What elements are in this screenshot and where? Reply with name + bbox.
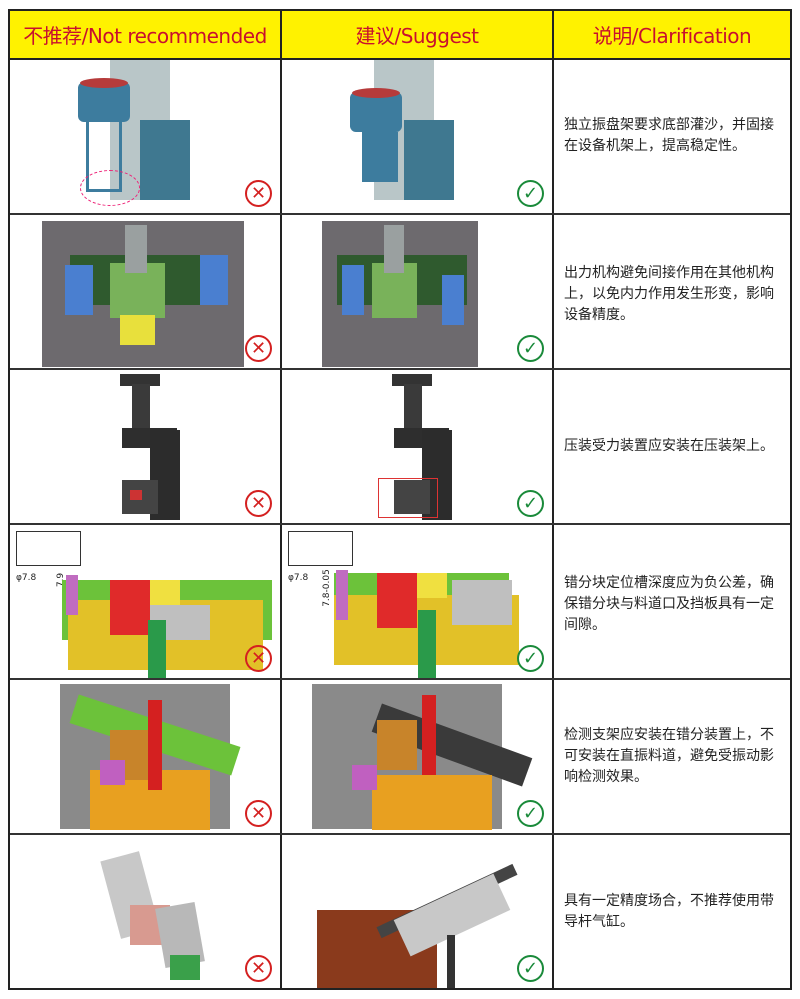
header-suggest: 建议/Suggest [282, 11, 554, 58]
not-recommended-image: ✕ [10, 215, 282, 368]
table-row: ✕ ✓ 检测支架应安装在错分装置上，不可安装在直振料道，避免受振动影响检测效果。 [10, 680, 790, 835]
clarification-text: 错分块定位槽深度应为负公差，确保错分块与料道口及挡板具有一定间隙。 [564, 575, 774, 633]
circle-check-icon: ✓ [517, 800, 544, 827]
header-not-recommended: 不推荐/Not recommended [10, 11, 282, 58]
circle-x-icon: ✕ [245, 490, 272, 517]
circle-x-icon: ✕ [245, 800, 272, 827]
table-row: ✕ ✓ 具有一定精度场合，不推荐使用带导杆气缸。 [10, 835, 790, 988]
table-row: φ7.8 7.9 ✕ φ7.8 7.8-0.05 ✓ 错分块定位槽深度应为负公差… [10, 525, 790, 680]
clarification-text: 独立振盘架要求底部灌沙，并固接在设备机架上，提高稳定性。 [564, 117, 774, 154]
circle-check-icon: ✓ [517, 955, 544, 982]
table-row: ✕ ✓ 出力机构避免间接作用在其他机构上，以免内力作用发生形变，影响设备精度。 [10, 215, 790, 370]
circle-x-icon: ✕ [245, 335, 272, 362]
table-row: ✕ ✓ 压装受力装置应安装在压装架上。 [10, 370, 790, 525]
not-recommended-image: φ7.8 7.9 ✕ [10, 525, 282, 678]
suggest-image: ✓ [282, 60, 554, 213]
clarification-text: 压装受力装置应安装在压装架上。 [564, 438, 774, 454]
circle-check-icon: ✓ [517, 490, 544, 517]
suggest-image: ✓ [282, 215, 554, 368]
header-clarification: 说明/Clarification [592, 24, 752, 48]
clarification-text: 出力机构避免间接作用在其他机构上，以免内力作用发生形变，影响设备精度。 [564, 265, 774, 323]
suggest-image: ✓ [282, 370, 554, 523]
comparison-table: 不推荐/Not recommended 建议/Suggest 说明/Clarif… [8, 9, 792, 990]
suggest-image: ✓ [282, 680, 554, 833]
not-recommended-image: ✕ [10, 60, 282, 213]
clarification-text: 具有一定精度场合，不推荐使用带导杆气缸。 [564, 893, 774, 930]
clarification-text: 检测支架应安装在错分装置上，不可安装在直振料道，避免受振动影响检测效果。 [564, 727, 774, 785]
not-recommended-image: ✕ [10, 370, 282, 523]
circle-check-icon: ✓ [517, 180, 544, 207]
circle-x-icon: ✕ [245, 955, 272, 982]
suggest-image: ✓ [282, 835, 554, 988]
not-recommended-image: ✕ [10, 680, 282, 833]
table-row: ✕ ✓ 独立振盘架要求底部灌沙，并固接在设备机架上，提高稳定性。 [10, 60, 790, 215]
circle-x-icon: ✕ [245, 180, 272, 207]
circle-check-icon: ✓ [517, 645, 544, 672]
table-header: 不推荐/Not recommended 建议/Suggest 说明/Clarif… [10, 11, 790, 60]
suggest-image: φ7.8 7.8-0.05 ✓ [282, 525, 554, 678]
circle-check-icon: ✓ [517, 335, 544, 362]
not-recommended-image: ✕ [10, 835, 282, 988]
circle-x-icon: ✕ [245, 645, 272, 672]
